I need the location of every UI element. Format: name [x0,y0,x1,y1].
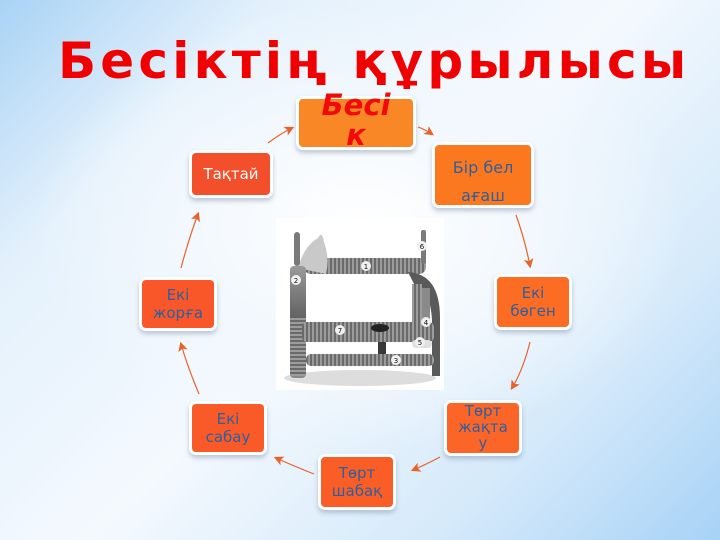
cradle-photo: 1 2 3 4 5 6 7 [276,218,444,390]
cradle-illustration: 1 2 3 4 5 6 7 [276,218,444,390]
arrow-right-to-bottom-right [510,341,531,391]
arrow-bottom-left-to-left [178,341,200,395]
node-label: Бір бел ағаш [452,158,514,205]
svg-text:4: 4 [424,319,429,327]
arrow-top-right-to-right [515,214,534,269]
svg-text:1: 1 [364,263,368,271]
center-node-label: Бесі к [321,88,391,152]
arrow-center-to-top-right [417,126,434,136]
node-bir-bel-agash: Бір бел ағаш [432,142,534,208]
svg-text:2: 2 [294,277,298,285]
svg-text:6: 6 [420,243,425,251]
arrow-bottom-right-to-bottom [410,456,441,472]
node-label: Екі бөген [510,284,556,320]
arrow-left-to-top-left [180,211,200,269]
node-label: Тақтай [203,165,259,183]
node-eki-zhorga: Екі жорға [139,277,217,331]
node-tort-zhaktau: Төрт жақта у [444,400,522,456]
node-eki-sabau: Екі сабау [189,401,267,455]
svg-text:3: 3 [394,357,398,365]
node-label: Төрт жақта у [458,402,508,452]
node-label: Екі сабау [205,410,251,446]
slide-title: Бесіктің құрылысы [58,32,691,90]
arrow-top-left-to-center [267,126,295,144]
node-label: Төрт шабақ [331,464,383,500]
node-taktai: Тақтай [189,150,273,198]
node-eki-bogen: Екі бөген [494,274,572,330]
node-label: Екі жорға [152,286,204,322]
svg-text:7: 7 [338,327,342,335]
arrow-bottom-to-bottom-left [273,456,315,475]
center-node-besik: Бесі к [296,90,416,150]
node-tort-shabak: Төрт шабақ [318,454,396,510]
svg-text:5: 5 [418,339,422,347]
